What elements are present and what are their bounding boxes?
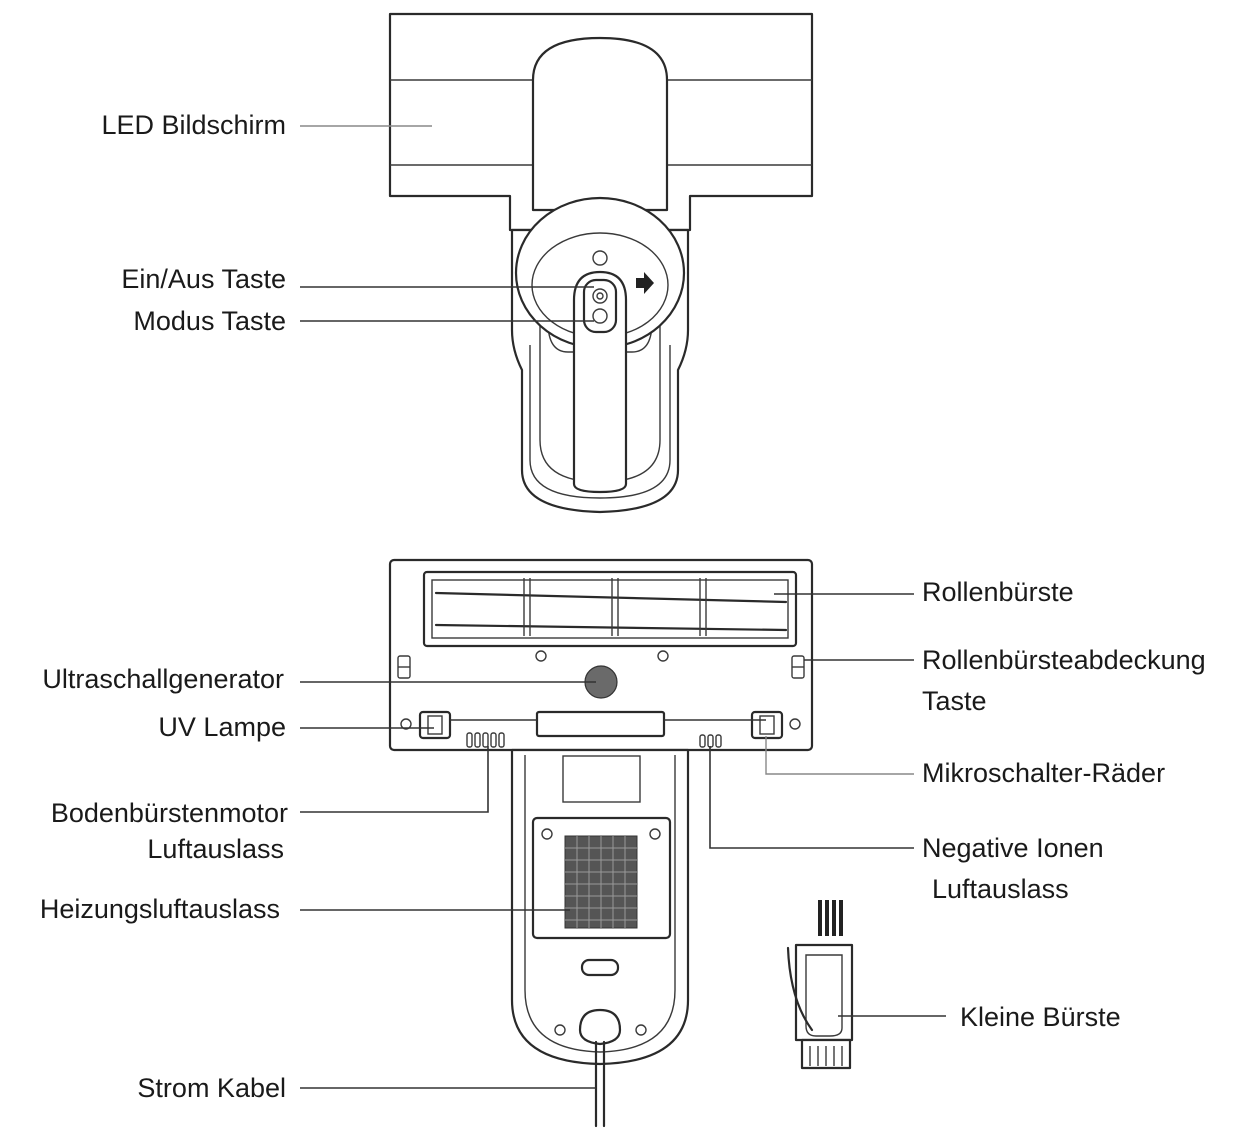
floor-motor-outlet-label-line1: Bodenbürstenmotor <box>50 798 288 828</box>
microswitch-wheels-label: Mikroschalter-Räder <box>922 758 1166 788</box>
power-cable-label: Strom Kabel <box>137 1073 286 1103</box>
led-screen-label: LED Bildschirm <box>101 110 286 140</box>
uv-lamp-label: UV Lampe <box>158 712 286 742</box>
floor-motor-outlet-label-line2: Luftauslass <box>147 834 284 864</box>
top-view-device <box>388 12 814 514</box>
roller-cover-button-label-line2: Taste <box>922 686 987 716</box>
uv-lamp-icon <box>535 710 666 738</box>
microswitch-wheel-icon <box>750 710 784 740</box>
negative-ion-vent-icon <box>699 734 722 748</box>
roller-brush-label: Rollenbürste <box>922 577 1074 607</box>
small-brush-label: Kleine Bürste <box>960 1002 1121 1032</box>
negative-ions-label-line2: Luftauslass <box>932 874 1069 904</box>
power-button-label: Ein/Aus Taste <box>121 264 286 294</box>
negative-ions-label-line1: Negative Ionen <box>922 833 1104 863</box>
ultrasonic-generator-label: Ultraschallgenerator <box>42 664 284 694</box>
floor-motor-vent-icon <box>466 732 505 748</box>
bottom-view-device <box>388 558 814 1128</box>
mode-button-label: Modus Taste <box>133 306 286 336</box>
small-brush-icon <box>786 900 854 1070</box>
leader-lines <box>300 125 946 1089</box>
power-button-icon[interactable] <box>592 288 608 304</box>
heating-grille-icon <box>564 835 638 929</box>
roller-cover-button-label-line1: Rollenbürsteabdeckung <box>922 645 1206 675</box>
heating-outlet-label: Heizungsluftauslass <box>39 894 280 924</box>
mode-button-icon[interactable] <box>592 308 608 324</box>
